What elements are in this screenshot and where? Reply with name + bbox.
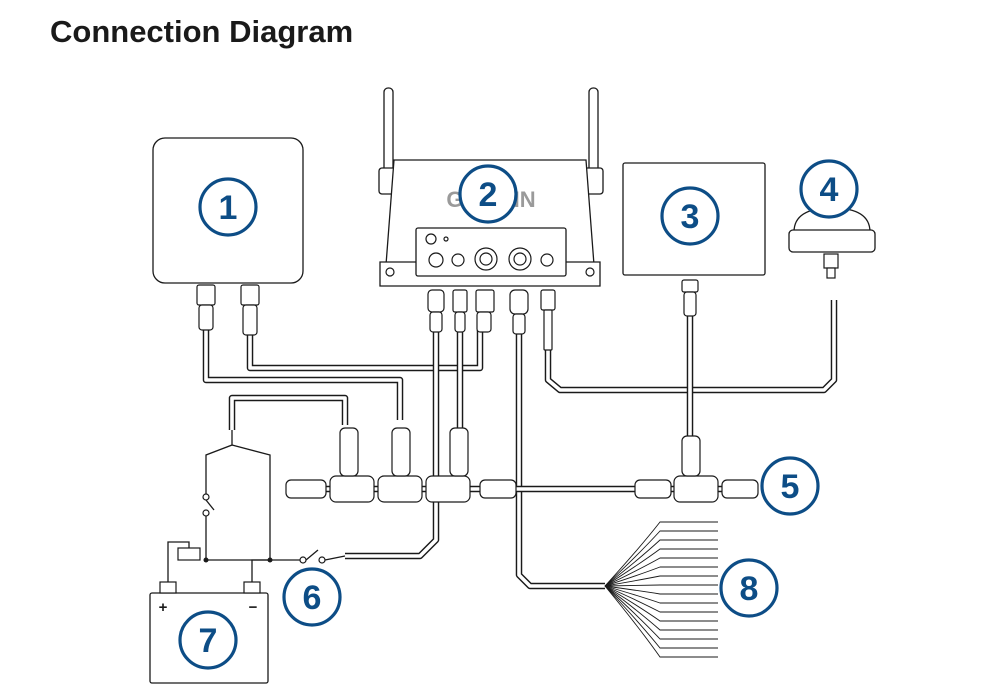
harness-wire	[604, 575, 718, 587]
svg-text:8: 8	[740, 570, 759, 608]
harness-wire	[604, 521, 718, 587]
harness-wire	[604, 584, 718, 587]
callout-1: 1	[198, 177, 258, 237]
harness-wire	[604, 539, 718, 587]
svg-text:7: 7	[199, 622, 218, 660]
svg-text:3: 3	[681, 198, 700, 236]
callout-4: 4	[799, 159, 859, 219]
harness-wire	[604, 548, 718, 587]
wire-harness-8	[604, 521, 718, 658]
harness-wire	[604, 585, 718, 640]
harness-wire	[604, 585, 718, 604]
harness-wire	[604, 585, 718, 649]
callout-3: 3	[660, 186, 720, 246]
nmea-backbone	[285, 427, 759, 503]
harness-wire	[604, 557, 718, 587]
harness-wire	[604, 585, 718, 658]
harness-wire	[604, 585, 718, 613]
device-1-connectors	[196, 284, 260, 336]
svg-text:1: 1	[219, 189, 238, 227]
cable-routing	[202, 300, 838, 590]
callout-6: 6	[282, 567, 342, 627]
callout-7: 7	[178, 610, 238, 670]
svg-text:6: 6	[303, 579, 322, 617]
battery-positive-label: +	[159, 599, 168, 616]
svg-text:2: 2	[479, 176, 498, 214]
harness-wire	[604, 585, 718, 622]
callout-2: 2	[458, 164, 518, 224]
antenna-dome-4	[788, 207, 876, 279]
page-title: Connection Diagram	[50, 14, 354, 49]
harness-wire	[604, 530, 718, 587]
svg-text:5: 5	[781, 468, 800, 506]
hub-connectors	[427, 289, 556, 351]
device-3-connector	[681, 279, 699, 317]
callout-5: 5	[760, 456, 820, 516]
svg-text:4: 4	[820, 171, 839, 209]
harness-wire	[604, 566, 718, 587]
harness-wire	[604, 585, 718, 595]
power-wiring	[167, 430, 346, 582]
callout-8: 8	[719, 558, 779, 618]
battery-negative-label: −	[249, 599, 258, 616]
harness-wire	[604, 585, 718, 631]
